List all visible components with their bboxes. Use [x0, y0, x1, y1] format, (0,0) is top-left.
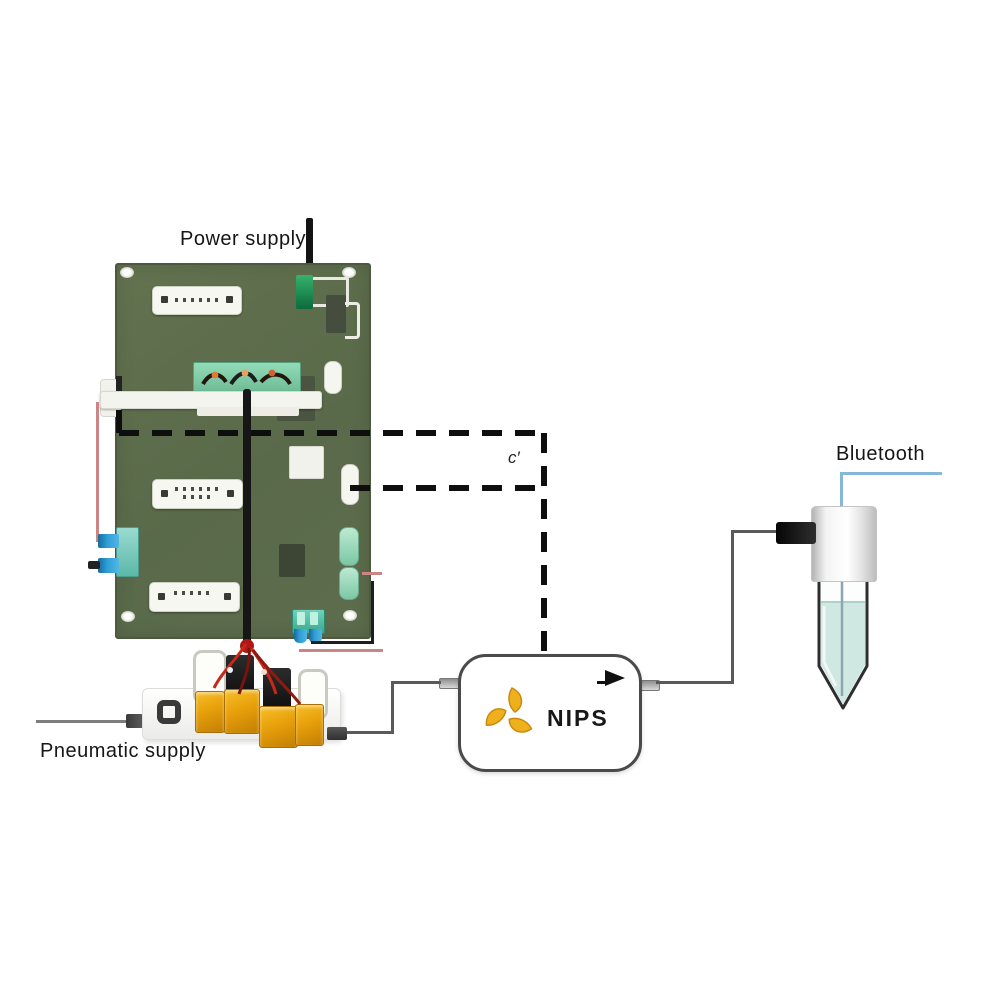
wire-nips-to-tube: [731, 530, 779, 533]
terminal-wires: [201, 369, 292, 386]
wire-annotation-label: c′: [508, 448, 520, 467]
bluetooth-label: Bluetooth: [836, 443, 926, 465]
black-wire: [371, 581, 374, 644]
tube-highlight: [822, 606, 838, 687]
white-capsule-connector: [341, 464, 359, 505]
screw-hole: [343, 610, 357, 621]
dark-ic-chip: [279, 544, 305, 577]
terminal-slot: [297, 612, 305, 625]
arrow-icon: [605, 670, 625, 686]
sample-tube: [817, 556, 869, 710]
blue-plug: [294, 629, 307, 643]
wire-stub: [88, 561, 100, 569]
wire-nips-to-tube: [656, 681, 734, 684]
latch-pin: [116, 376, 122, 395]
connector-strip: [152, 286, 242, 315]
pneumatic-inlet-connector: [126, 714, 143, 728]
antenna: [306, 218, 313, 294]
power-cable: [243, 389, 251, 649]
nips-module: NIPS: [458, 654, 642, 772]
shielded-module: [326, 295, 346, 333]
screw-hole: [121, 611, 135, 622]
teal-capsule-component: [339, 567, 359, 600]
pin-row: [175, 298, 219, 302]
manifold-outlet-port: [327, 727, 347, 740]
fan-logo-icon: [485, 687, 533, 733]
connector-pad: [161, 490, 168, 497]
connector-pad: [161, 296, 168, 303]
nips-device-label: NIPS: [547, 705, 609, 731]
orange-valve: [259, 706, 298, 748]
red-wire: [299, 649, 383, 652]
screw-hole: [120, 267, 134, 278]
white-square-component: [289, 446, 324, 479]
red-wire-stub: [362, 572, 382, 575]
wire-nips-to-tube: [731, 531, 734, 684]
screw-hole: [342, 267, 356, 278]
black-wire: [311, 641, 374, 644]
dashed-control-line-mid: [350, 485, 547, 491]
pneumatic-supply-line: [36, 720, 128, 723]
white-oval-component: [324, 361, 342, 394]
teal-capsule-component: [339, 527, 359, 566]
arrow-tail: [597, 681, 607, 684]
bluetooth-pointer-line: [840, 472, 843, 510]
pin-row: [183, 495, 212, 499]
wire-manifold-to-nips: [347, 731, 394, 734]
wire-manifold-to-nips: [391, 681, 441, 684]
connector-strip: [152, 479, 243, 509]
dashed-line-start-stub: [116, 410, 122, 433]
orange-valve: [295, 704, 324, 746]
pcb-bracket-trace: [345, 302, 360, 339]
connector-pad: [224, 593, 231, 600]
connector-pad: [226, 296, 233, 303]
terminal-slot: [310, 612, 318, 625]
valve-wiring: [212, 639, 302, 705]
blue-plug: [309, 629, 322, 643]
connector-pad: [227, 490, 234, 497]
edge-connector-block: [116, 527, 139, 577]
pin-row: [175, 487, 218, 491]
pneumatic-supply-label: Pneumatic supply: [40, 740, 206, 762]
red-wire: [96, 402, 99, 542]
manifold-port-mark: [157, 700, 181, 724]
connector-strip: [149, 582, 240, 612]
pin-row: [174, 591, 213, 595]
dashed-control-line-vertical: [541, 433, 547, 657]
blue-plug: [98, 558, 119, 573]
tube-cap-bluetooth-module: [811, 506, 877, 582]
power-supply-label: Power supply: [180, 228, 307, 250]
dashed-control-line-top: [119, 430, 547, 436]
bluetooth-pointer-line: [840, 472, 942, 475]
cap-cable-connector: [776, 522, 816, 544]
wire-manifold-to-nips: [391, 681, 394, 734]
rf-module: [296, 275, 313, 309]
blue-plug: [98, 534, 119, 548]
connector-pad: [158, 593, 165, 600]
